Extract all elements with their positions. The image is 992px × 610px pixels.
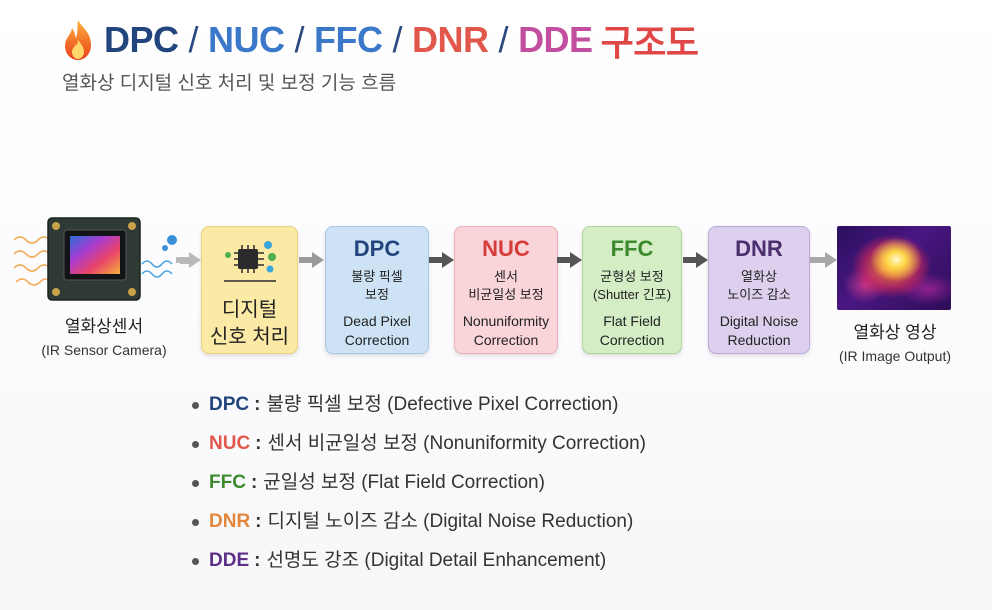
title-dnr: DNR xyxy=(412,19,489,60)
stage-abbr: NUC xyxy=(482,236,530,261)
stage-ko-2: 비균일성 보정 xyxy=(468,287,544,302)
output-label-en: (IR Image Output) xyxy=(838,348,952,364)
bullet xyxy=(192,558,199,565)
legend-list: DPC : 불량 픽셀 보정 (Defective Pixel Correcti… xyxy=(192,390,646,585)
digital-label-1: 디지털 xyxy=(221,299,278,321)
arrow-right-icon xyxy=(683,252,708,268)
arrow-right-icon xyxy=(810,252,837,268)
stage-dnr: DNR 열화상 노이즈 감소 Digital Noise Reduction xyxy=(708,226,810,354)
stage-en-1: Digital Noise xyxy=(719,313,799,329)
title-dpc: DPC xyxy=(104,19,179,60)
legend-abbr: DNR xyxy=(209,511,251,532)
legend-colon: : xyxy=(250,472,258,493)
chip-icon xyxy=(223,241,276,282)
camera-sensor-icon xyxy=(14,217,194,301)
thermal-image-icon xyxy=(837,226,951,310)
stage-abbr: DPC xyxy=(353,236,401,261)
output-label: 열화상 영상 (IR Image Output) xyxy=(810,318,980,364)
legend-colon: : xyxy=(254,394,261,415)
stage-ko-2: (Shutter 긴포) xyxy=(592,287,672,302)
legend-abbr: DDE xyxy=(209,550,250,571)
title-separator: / xyxy=(188,19,199,60)
bullet xyxy=(192,519,199,526)
digital-processing-box: 디지털 신호 처리 xyxy=(201,226,298,354)
legend-desc: 선명도 강조 (Digital Detail Enhancement) xyxy=(266,550,607,571)
legend-item-ffc: FFC : 균일성 보정 (Flat Field Correction) xyxy=(192,468,646,507)
stage-ko-1: 불량 픽셀 xyxy=(351,269,403,284)
digital-label-2: 신호 처리 xyxy=(209,326,290,348)
legend-desc: 균일성 보정 (Flat Field Correction) xyxy=(263,472,545,493)
legend-abbr: FFC xyxy=(209,472,246,493)
stage-ko-1: 열화상 xyxy=(741,269,777,284)
title-dde: DDE xyxy=(518,19,593,60)
flame-icon xyxy=(65,20,91,60)
title-suffix: 구조도 xyxy=(600,22,699,63)
legend-desc: 센서 비균일성 보정 (Nonuniformity Correction) xyxy=(267,433,646,454)
stage-nuc: NUC 센서 비균일성 보정 Nonuniformity Correction xyxy=(454,226,558,354)
legend-colon: : xyxy=(254,550,261,571)
legend-colon: : xyxy=(255,511,262,532)
stage-dpc: DPC 불량 픽셀 보정 Dead Pixel Correction xyxy=(325,226,429,354)
stage-en-1: Dead Pixel xyxy=(343,313,411,329)
arrow-right-icon xyxy=(299,252,324,268)
stage-ko-2: 노이즈 감소 xyxy=(727,287,791,302)
arrow-right-icon xyxy=(429,252,454,268)
title-nuc: NUC xyxy=(208,19,285,60)
sensor-label: 열화상센서 (IR Sensor Camera) xyxy=(4,312,204,358)
legend-colon: : xyxy=(255,433,262,454)
stage-en-2: Correction xyxy=(599,332,665,348)
legend-item-dde: DDE : 선명도 강조 (Digital Detail Enhancement… xyxy=(192,546,646,585)
legend-item-dpc: DPC : 불량 픽셀 보정 (Defective Pixel Correcti… xyxy=(192,390,646,429)
title-separator: / xyxy=(392,19,403,60)
bullet xyxy=(192,480,199,487)
stage-ko-1: 센서 xyxy=(494,269,518,284)
stage-abbr: DNR xyxy=(735,236,783,261)
legend-item-nuc: NUC : 센서 비균일성 보정 (Nonuniformity Correcti… xyxy=(192,429,646,468)
stage-ko-1: 균형성 보정 xyxy=(600,269,664,284)
page-title: DPC / NUC / FFC / DNR / DDE 구조도 xyxy=(60,14,699,66)
legend-desc: 디지털 노이즈 감소 (Digital Noise Reduction) xyxy=(267,511,634,532)
arrow-right-icon xyxy=(176,252,201,268)
title-ffc: FFC xyxy=(314,19,383,60)
title-separator: / xyxy=(294,19,305,60)
legend-desc: 불량 픽셀 보정 (Defective Pixel Correction) xyxy=(266,394,619,415)
stage-ffc: FFC 균형성 보정 (Shutter 긴포) Flat Field Corre… xyxy=(582,226,682,354)
sensor-label-ko: 열화상센서 xyxy=(64,317,144,336)
stage-abbr: FFC xyxy=(610,236,654,261)
bullet xyxy=(192,402,199,409)
stage-en-1: Flat Field xyxy=(603,313,661,329)
stage-ko-2: 보정 xyxy=(365,287,389,302)
legend-abbr: DPC xyxy=(209,394,250,415)
stage-en-2: Reduction xyxy=(727,332,791,348)
stage-en-1: Nonuniformity xyxy=(462,313,550,329)
stage-en-2: Correction xyxy=(473,332,539,348)
bullet xyxy=(192,441,199,448)
subtitle: 열화상 디지털 신호 처리 및 보정 기능 흐름 xyxy=(62,73,397,94)
output-label-ko: 열화상 영상 xyxy=(853,323,937,342)
legend-item-dnr: DNR : 디지털 노이즈 감소 (Digital Noise Reductio… xyxy=(192,507,646,546)
legend-abbr: NUC xyxy=(209,433,251,454)
stage-en-2: Correction xyxy=(344,332,410,348)
arrow-right-icon xyxy=(557,252,582,268)
sensor-label-en: (IR Sensor Camera) xyxy=(41,342,167,358)
title-separator: / xyxy=(498,19,509,60)
